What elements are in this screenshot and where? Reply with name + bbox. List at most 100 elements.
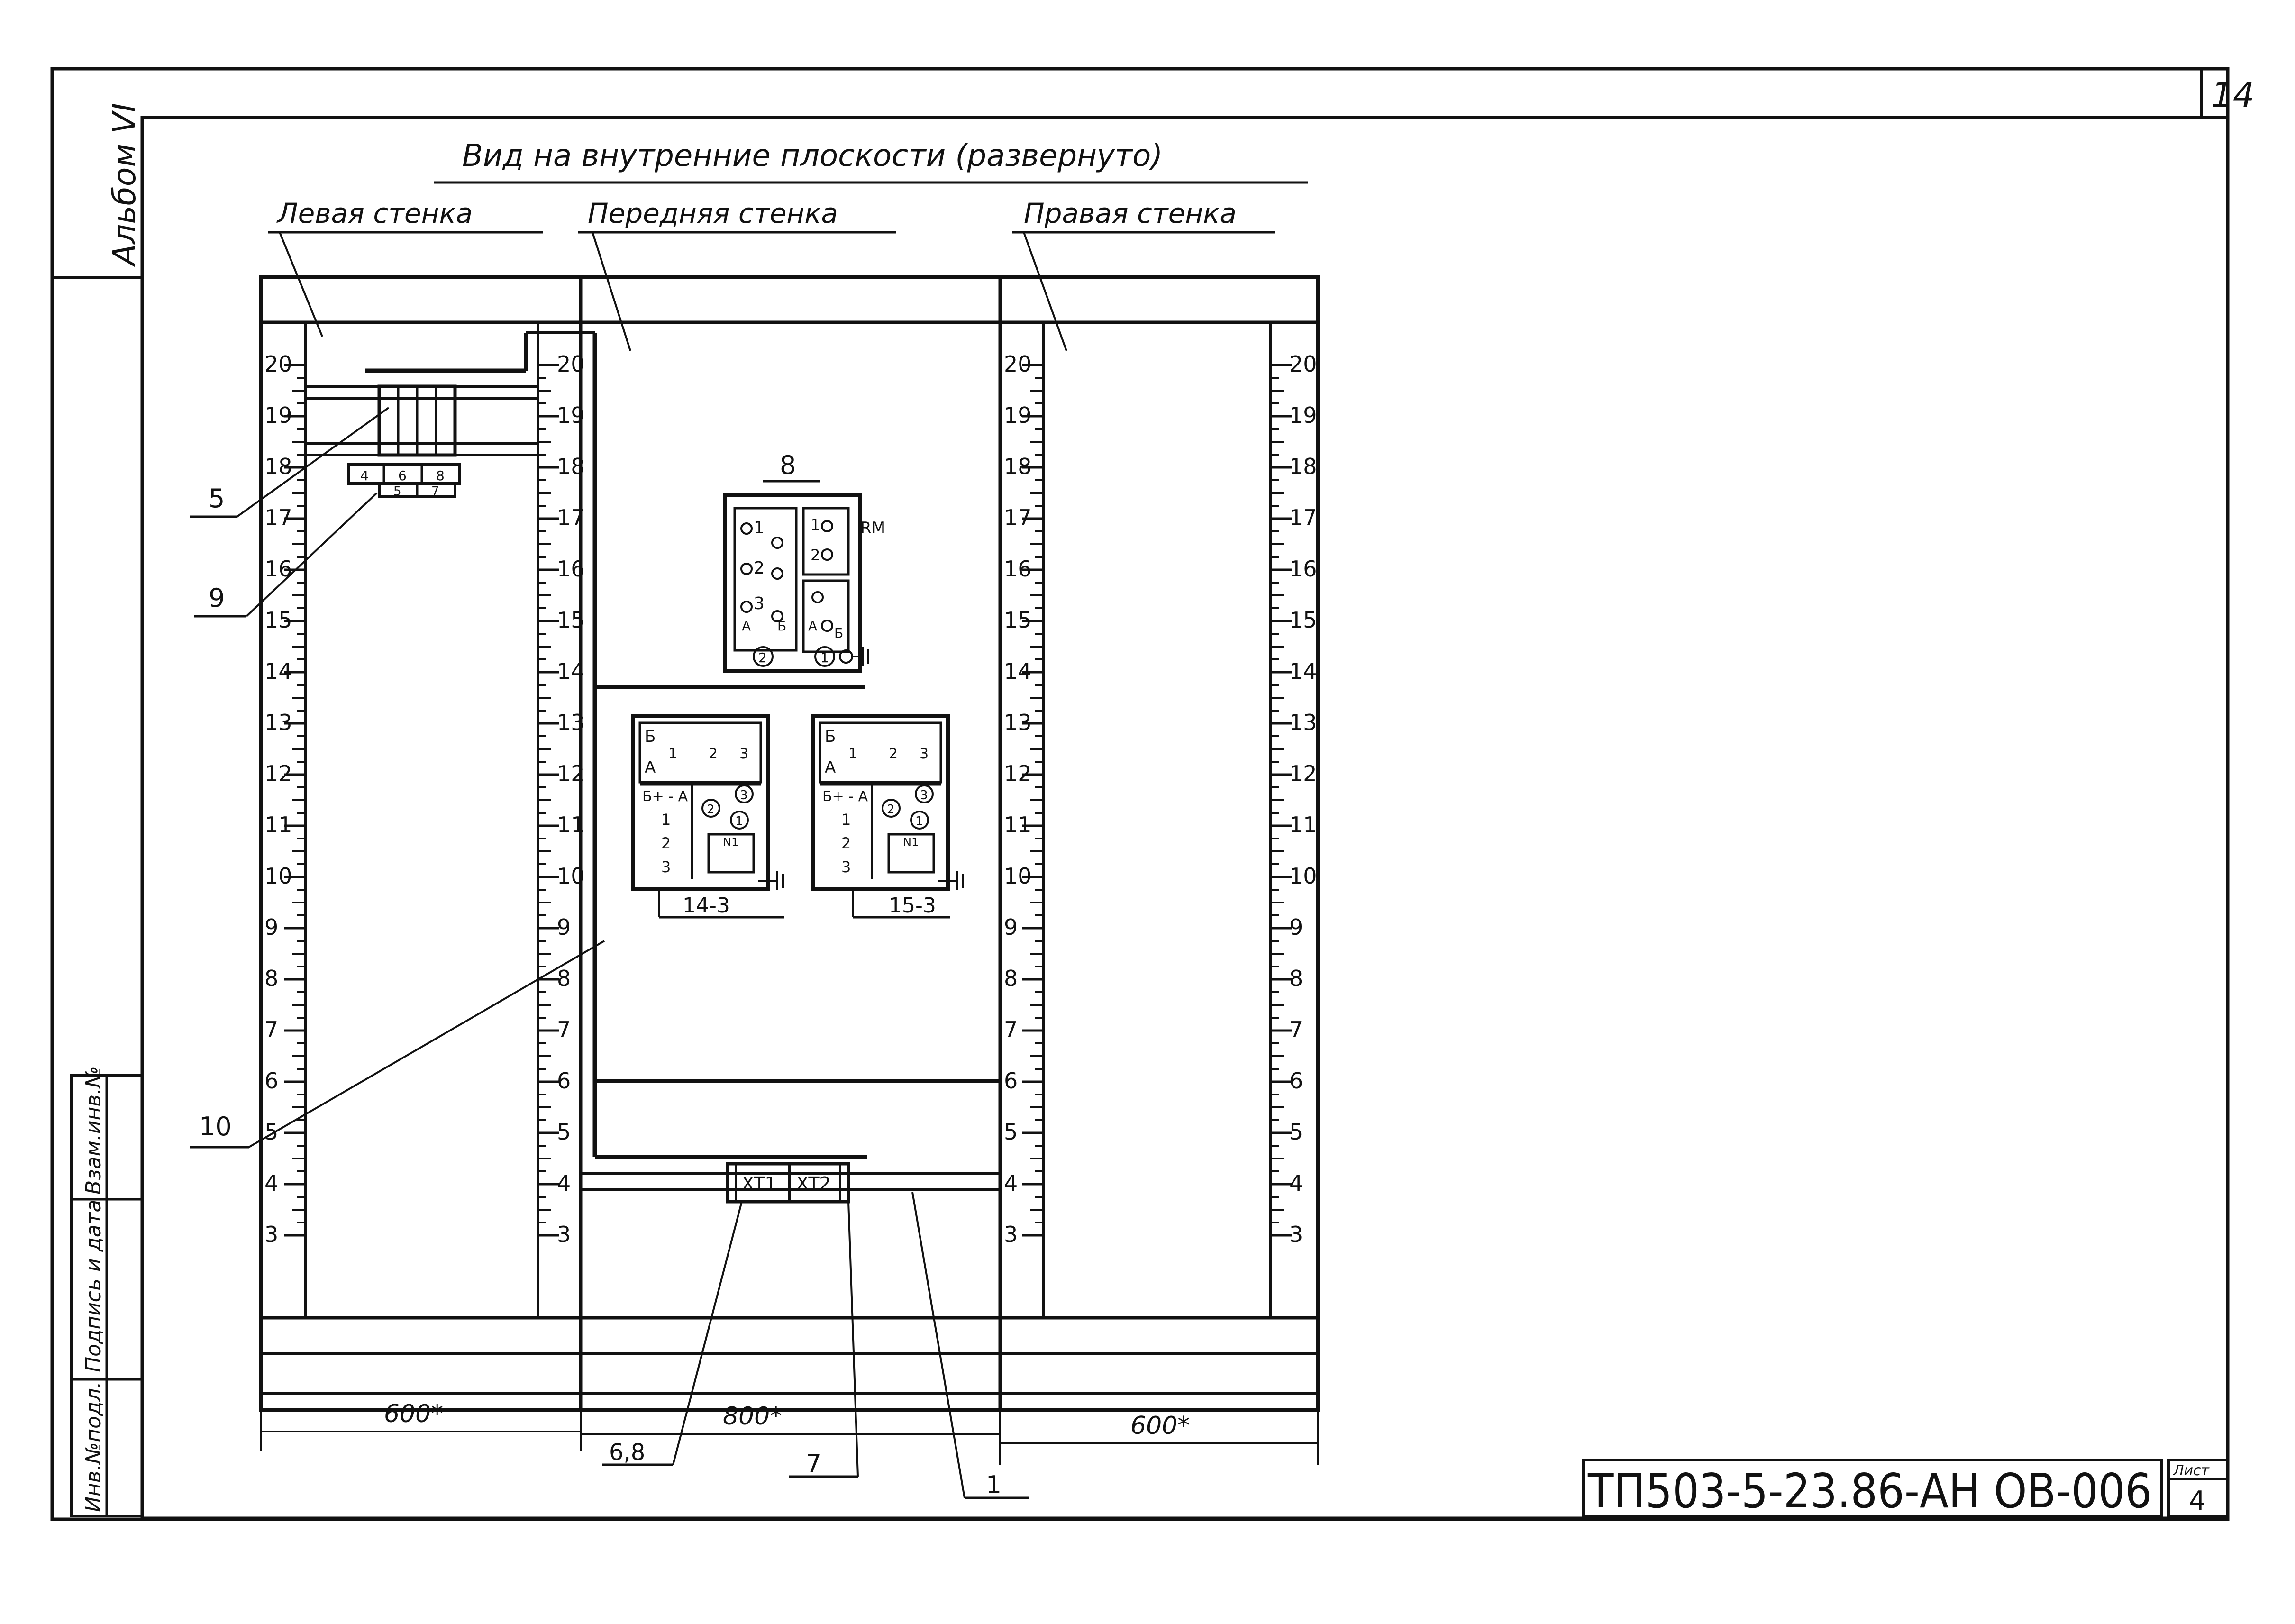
m14-letter-a: А <box>645 758 656 777</box>
small-terminal-8: 8 <box>436 468 445 484</box>
callout-5: 5 <box>209 484 225 513</box>
small-terminal-7: 7 <box>431 484 439 499</box>
wall-headers: Левая стенка Передняя стенка Правая стен… <box>268 197 1275 351</box>
left-wall-right-rail-number-13: 13 <box>557 710 585 735</box>
view-title-text: Вид на внутренние плоскости (развернуто) <box>462 138 1163 173</box>
side-stamp: Инв.№подл. Подпись и дата Взам.инв.№ <box>70 1066 144 1517</box>
right-wall-right-rail-number-9: 9 <box>1289 914 1303 940</box>
right-wall-left-rail-number-7: 7 <box>1004 1017 1018 1042</box>
left-wall-left-rail-number-8: 8 <box>264 966 278 991</box>
right-wall-left-rail-number-15: 15 <box>1004 607 1032 633</box>
m15-num-1: 1 <box>848 746 857 762</box>
left-wall-left-rail-number-4: 4 <box>264 1170 278 1196</box>
m14-num-2: 2 <box>709 746 718 762</box>
relay-contact-l1: 1 <box>754 518 765 538</box>
terminal-xt2: XT2 <box>796 1173 831 1194</box>
right-wall-left-rail-number-16: 16 <box>1004 556 1032 582</box>
left-wall-right-rail-number-10: 10 <box>557 863 585 889</box>
left-wall-right-rail-number-16: 16 <box>557 556 585 582</box>
left-wall-right-rail-number-11: 11 <box>557 812 585 838</box>
callout-10: 10 <box>199 1112 232 1141</box>
left-wall-rail <box>306 331 595 457</box>
left-wall-right-rail-number-8: 8 <box>557 966 571 991</box>
view-title: Вид на внутренние плоскости (развернуто) <box>434 138 1308 184</box>
sheet-label: Лист <box>2173 1462 2210 1479</box>
left-wall-left-rail-number-7: 7 <box>264 1017 278 1042</box>
m15-bottom-2: 2 <box>841 834 851 852</box>
right-wall-right-rail-number-15: 15 <box>1289 607 1317 633</box>
right-wall-left-rail-number-11: 11 <box>1004 812 1032 838</box>
front-wall-label: Передняя стенка <box>588 197 838 229</box>
right-wall-left-rail-number-20: 20 <box>1004 351 1032 377</box>
terminal-blocks: XT1 XT2 <box>726 1162 850 1204</box>
album-text: Альбом VI <box>106 103 143 267</box>
left-wall-left-rail-number-6: 6 <box>264 1068 278 1094</box>
right-wall-right-rail-number-4: 4 <box>1289 1170 1303 1196</box>
left-wall-left-rail-number-9: 9 <box>264 914 278 940</box>
relay-contact-l2: 2 <box>754 558 765 578</box>
left-wall-left-rail-number-10: 10 <box>264 863 292 889</box>
m14-num-1: 1 <box>668 746 677 762</box>
m14-circled-2: 2 <box>707 803 715 817</box>
left-wall-right-rail-number-7: 7 <box>557 1017 571 1042</box>
relay-contact-l3: 3 <box>754 594 765 613</box>
m15-num-3: 3 <box>920 746 929 762</box>
stamp-inv-number: Инв.№подл. <box>82 1381 106 1512</box>
sheet-frame <box>50 67 2230 1521</box>
m14-note: N1 <box>723 836 738 849</box>
right-wall-right-rail-number-17: 17 <box>1289 505 1317 530</box>
callout-1: 1 <box>986 1471 1002 1499</box>
right-wall-right-rail-number-13: 13 <box>1289 710 1317 735</box>
left-wall-left-rail-number-18: 18 <box>264 454 292 479</box>
right-wall-right-rail-number-7: 7 <box>1289 1017 1303 1042</box>
left-wall-right-rail-number-20: 20 <box>557 351 585 377</box>
relay-letter-b2: Б <box>834 625 843 641</box>
right-wall-right-rail-number-12: 12 <box>1289 761 1317 786</box>
document-code: ТП503-5-23.86-АН ОВ-006 <box>1587 1463 2152 1519</box>
m15-num-2: 2 <box>889 746 898 762</box>
right-wall-left-rail-number-5: 5 <box>1004 1119 1018 1145</box>
sheet-corner-number: 14 <box>2211 75 2255 115</box>
left-wall-right-rail-number-18: 18 <box>557 454 585 479</box>
right-wall-left-rail-number-6: 6 <box>1004 1068 1018 1094</box>
left-wall-right-rail-number-15: 15 <box>557 607 585 633</box>
relay-circled-1: 1 <box>820 650 829 666</box>
left-wall-left-rail-number-19: 19 <box>264 402 292 428</box>
callout-7: 7 <box>806 1450 821 1478</box>
module-14-3-label: 14-3 <box>683 894 730 918</box>
small-terminal-6: 6 <box>398 468 407 484</box>
sheet-number: 4 <box>2189 1486 2206 1516</box>
module-15-3: Б А 1 2 3 Б+ - А 1 2 3 N1 2 3 1 15-3 <box>811 714 964 919</box>
m15-bottom-3: 3 <box>841 858 851 876</box>
relay-contact-marks <box>740 520 833 632</box>
small-terminal-row: 4 6 8 5 7 <box>347 463 461 499</box>
scale-rails: 2019181716151413121110987654320191817161… <box>259 321 1319 1319</box>
m14-circled-3: 3 <box>740 788 748 803</box>
callout-6-8: 6,8 <box>609 1439 645 1466</box>
enclosure <box>259 275 1320 1412</box>
left-wall-right-rail-number-12: 12 <box>557 761 585 786</box>
right-wall-left-rail-number-9: 9 <box>1004 914 1018 940</box>
relay-letter-a2: А <box>808 618 817 634</box>
m15-circled-3: 3 <box>920 788 928 803</box>
left-wall-right-rail-number-14: 14 <box>557 658 585 684</box>
right-wall-right-rail-number-3: 3 <box>1289 1222 1303 1247</box>
m14-letter-b: Б <box>645 727 656 746</box>
right-wall-right-rail-number-10: 10 <box>1289 863 1317 889</box>
right-wall-left-rail-number-14: 14 <box>1004 658 1032 684</box>
right-wall-left-rail-number-4: 4 <box>1004 1170 1018 1196</box>
relay-ground-icon <box>852 647 869 666</box>
left-wall-left-rail-number-11: 11 <box>264 812 292 838</box>
right-wall-left-rail-number-13: 13 <box>1004 710 1032 735</box>
callouts: 5 9 10 6,8 7 1 <box>190 407 1029 1499</box>
right-wall-left-rail-number-12: 12 <box>1004 761 1032 786</box>
left-wall-left-rail-number-15: 15 <box>264 607 292 633</box>
stamp-signature-date: Подпись и дата <box>82 1200 106 1372</box>
module-14-3: Б А 1 2 3 Б+ - А 1 2 3 N1 2 3 1 14-3 <box>631 714 784 919</box>
m15-note: N1 <box>903 836 919 849</box>
m14-num-3: 3 <box>739 746 748 762</box>
left-wall-left-rail-number-12: 12 <box>264 761 292 786</box>
left-wall-left-rail-number-20: 20 <box>264 351 292 377</box>
m15-circled-1: 1 <box>915 814 923 829</box>
right-wall-right-rail-number-8: 8 <box>1289 966 1303 991</box>
